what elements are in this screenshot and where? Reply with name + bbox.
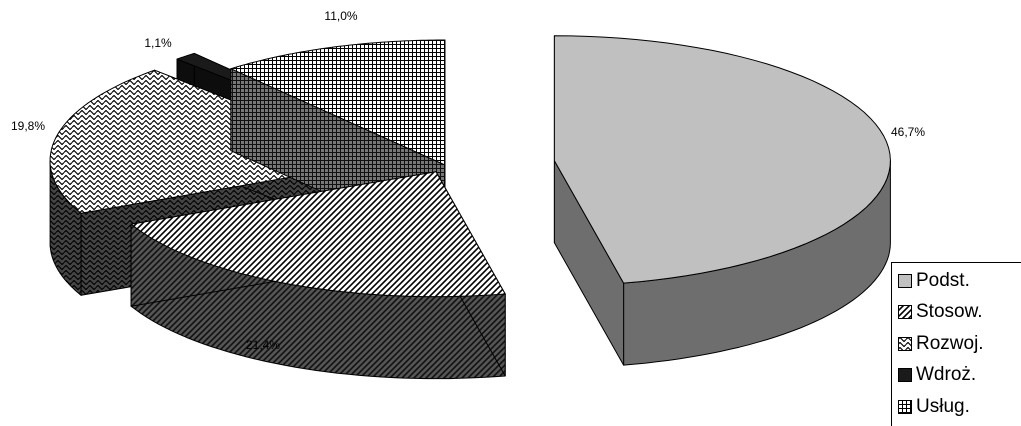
slice-top [553, 35, 891, 284]
legend-label: Podst. [916, 269, 970, 291]
black-square-icon [898, 368, 912, 383]
slice-top [230, 39, 446, 166]
legend: Podst. Stosow. Rozwoj. Wdroż. Usług. [891, 262, 1021, 426]
wave-pattern-square-icon [898, 336, 912, 351]
data-label-wdroz: 1,1% [144, 36, 172, 50]
legend-label: Stosow. [916, 301, 983, 323]
slice-podst [553, 35, 891, 366]
slice-top [49, 69, 387, 214]
light-gray-square-icon [898, 273, 912, 288]
grid-pattern-square-icon [898, 399, 912, 414]
data-label-rozwoj: 19,8% [11, 119, 45, 133]
legend-label: Wdroż. [916, 364, 977, 386]
data-label-podst: 46,7% [891, 125, 925, 139]
data-label-stosow: 21,4% [246, 338, 280, 352]
slice-stosow [130, 171, 506, 380]
legend-item: Rozwoj. [898, 328, 1021, 360]
legend-label: Usług. [916, 395, 970, 417]
legend-label: Rozwoj. [916, 332, 984, 354]
legend-item: Usług. [898, 391, 1021, 423]
data-label-uslug: 11,0% [324, 9, 357, 23]
legend-item: Stosow. [898, 297, 1021, 329]
slice-top [130, 171, 506, 298]
diagonal-hatch-square-icon [898, 305, 912, 320]
legend-item: Wdroż. [898, 360, 1021, 392]
legend-item: Podst. [898, 265, 1021, 297]
